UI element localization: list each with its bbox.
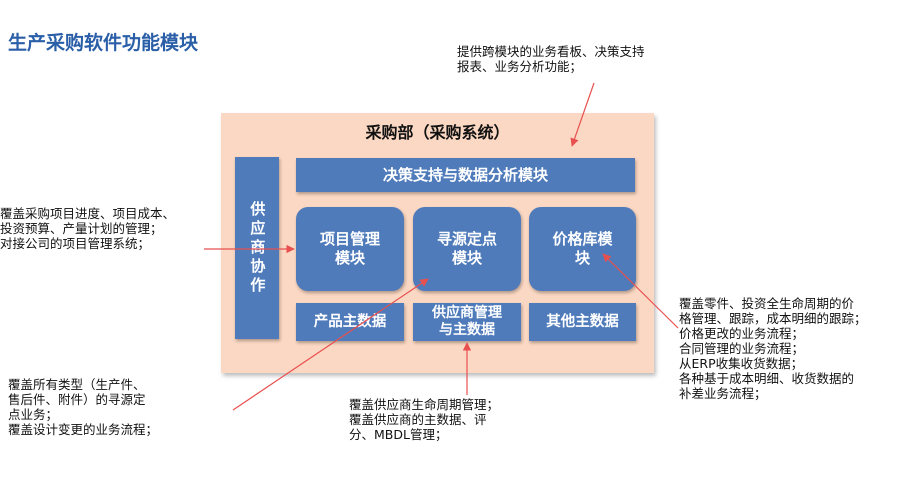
note-decision-support: 提供跨模块的业务看板、决策支持 报表、业务分析功能； — [457, 44, 645, 74]
sourcing-module-box: 寻源定点 模块 — [413, 207, 521, 291]
note-price-library: 覆盖零件、投资全生命周期的价 格管理、跟踪，成本明细的跟踪； 价格更改的业务流程… — [679, 296, 867, 401]
note-sourcing: 覆盖所有类型（生产件、 售后件、附件）的寻源定 点业务； 覆盖设计变更的业务流程… — [8, 377, 159, 437]
page-title: 生产采购软件功能模块 — [8, 32, 199, 54]
product-master-data-box: 产品主数据 — [296, 303, 404, 341]
supplier-master-data-box: 供应商管理 与主数据 — [413, 303, 521, 341]
supplier-collaboration-box: 供应商协作 — [235, 157, 279, 339]
other-master-data-box: 其他主数据 — [529, 303, 636, 341]
panel-title: 采购部（采购系统） — [365, 123, 510, 142]
project-management-module-box: 项目管理 模块 — [296, 207, 404, 291]
price-library-module-box: 价格库模 块 — [529, 207, 636, 291]
note-project-management: 覆盖采购项目进度、项目成本、 投资预算、产量计划的管理； 对接公司的项目管理系统… — [0, 206, 176, 251]
decision-support-module-box: 决策支持与数据分析模块 — [296, 158, 635, 192]
procurement-system-panel: 采购部（采购系统） 供应商协作 决策支持与数据分析模块 项目管理 模块 寻源定点… — [221, 113, 654, 373]
note-supplier-management: 覆盖供应商生命周期管理； 覆盖供应商的主数据、评 分、MBDL管理； — [349, 397, 500, 442]
